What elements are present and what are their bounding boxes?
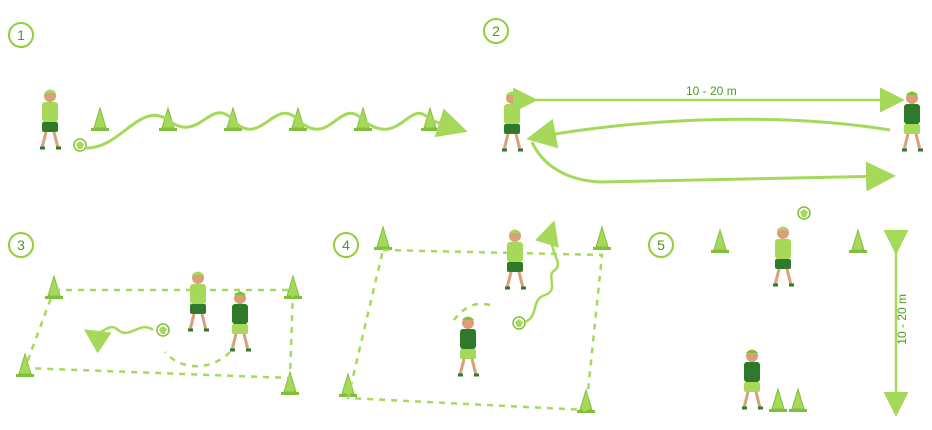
dribble-path <box>525 225 558 322</box>
drill-2 <box>502 92 923 183</box>
ball-icon <box>798 207 810 219</box>
dribble-path <box>85 113 462 148</box>
cone-icon <box>849 230 867 253</box>
cone-icon <box>789 389 807 412</box>
cone-icon <box>45 276 63 299</box>
cone-icon <box>16 354 34 377</box>
ball-icon <box>74 139 86 151</box>
pass-path <box>532 119 890 138</box>
player-icon <box>458 317 479 376</box>
drill-3 <box>16 272 302 396</box>
player-icon <box>902 92 923 151</box>
drill-4 <box>339 225 611 413</box>
ball-icon <box>157 324 169 336</box>
player-icon <box>188 272 209 331</box>
curved-path <box>165 352 230 366</box>
player-icon <box>230 292 251 351</box>
cone-icon <box>91 108 109 131</box>
drill-1 <box>40 90 462 152</box>
cone-icon <box>711 230 729 253</box>
cone-icon <box>769 389 787 412</box>
player-icon <box>40 90 61 149</box>
player-icon <box>742 350 763 409</box>
player-icon <box>502 92 523 151</box>
cone-icon <box>593 227 611 250</box>
ball-icon <box>513 317 525 329</box>
player-icon <box>505 230 526 289</box>
dribble-path <box>88 327 153 334</box>
run-path <box>532 142 890 182</box>
player-icon <box>773 227 794 286</box>
cone-icon <box>374 227 392 250</box>
drill-5 <box>711 207 896 412</box>
